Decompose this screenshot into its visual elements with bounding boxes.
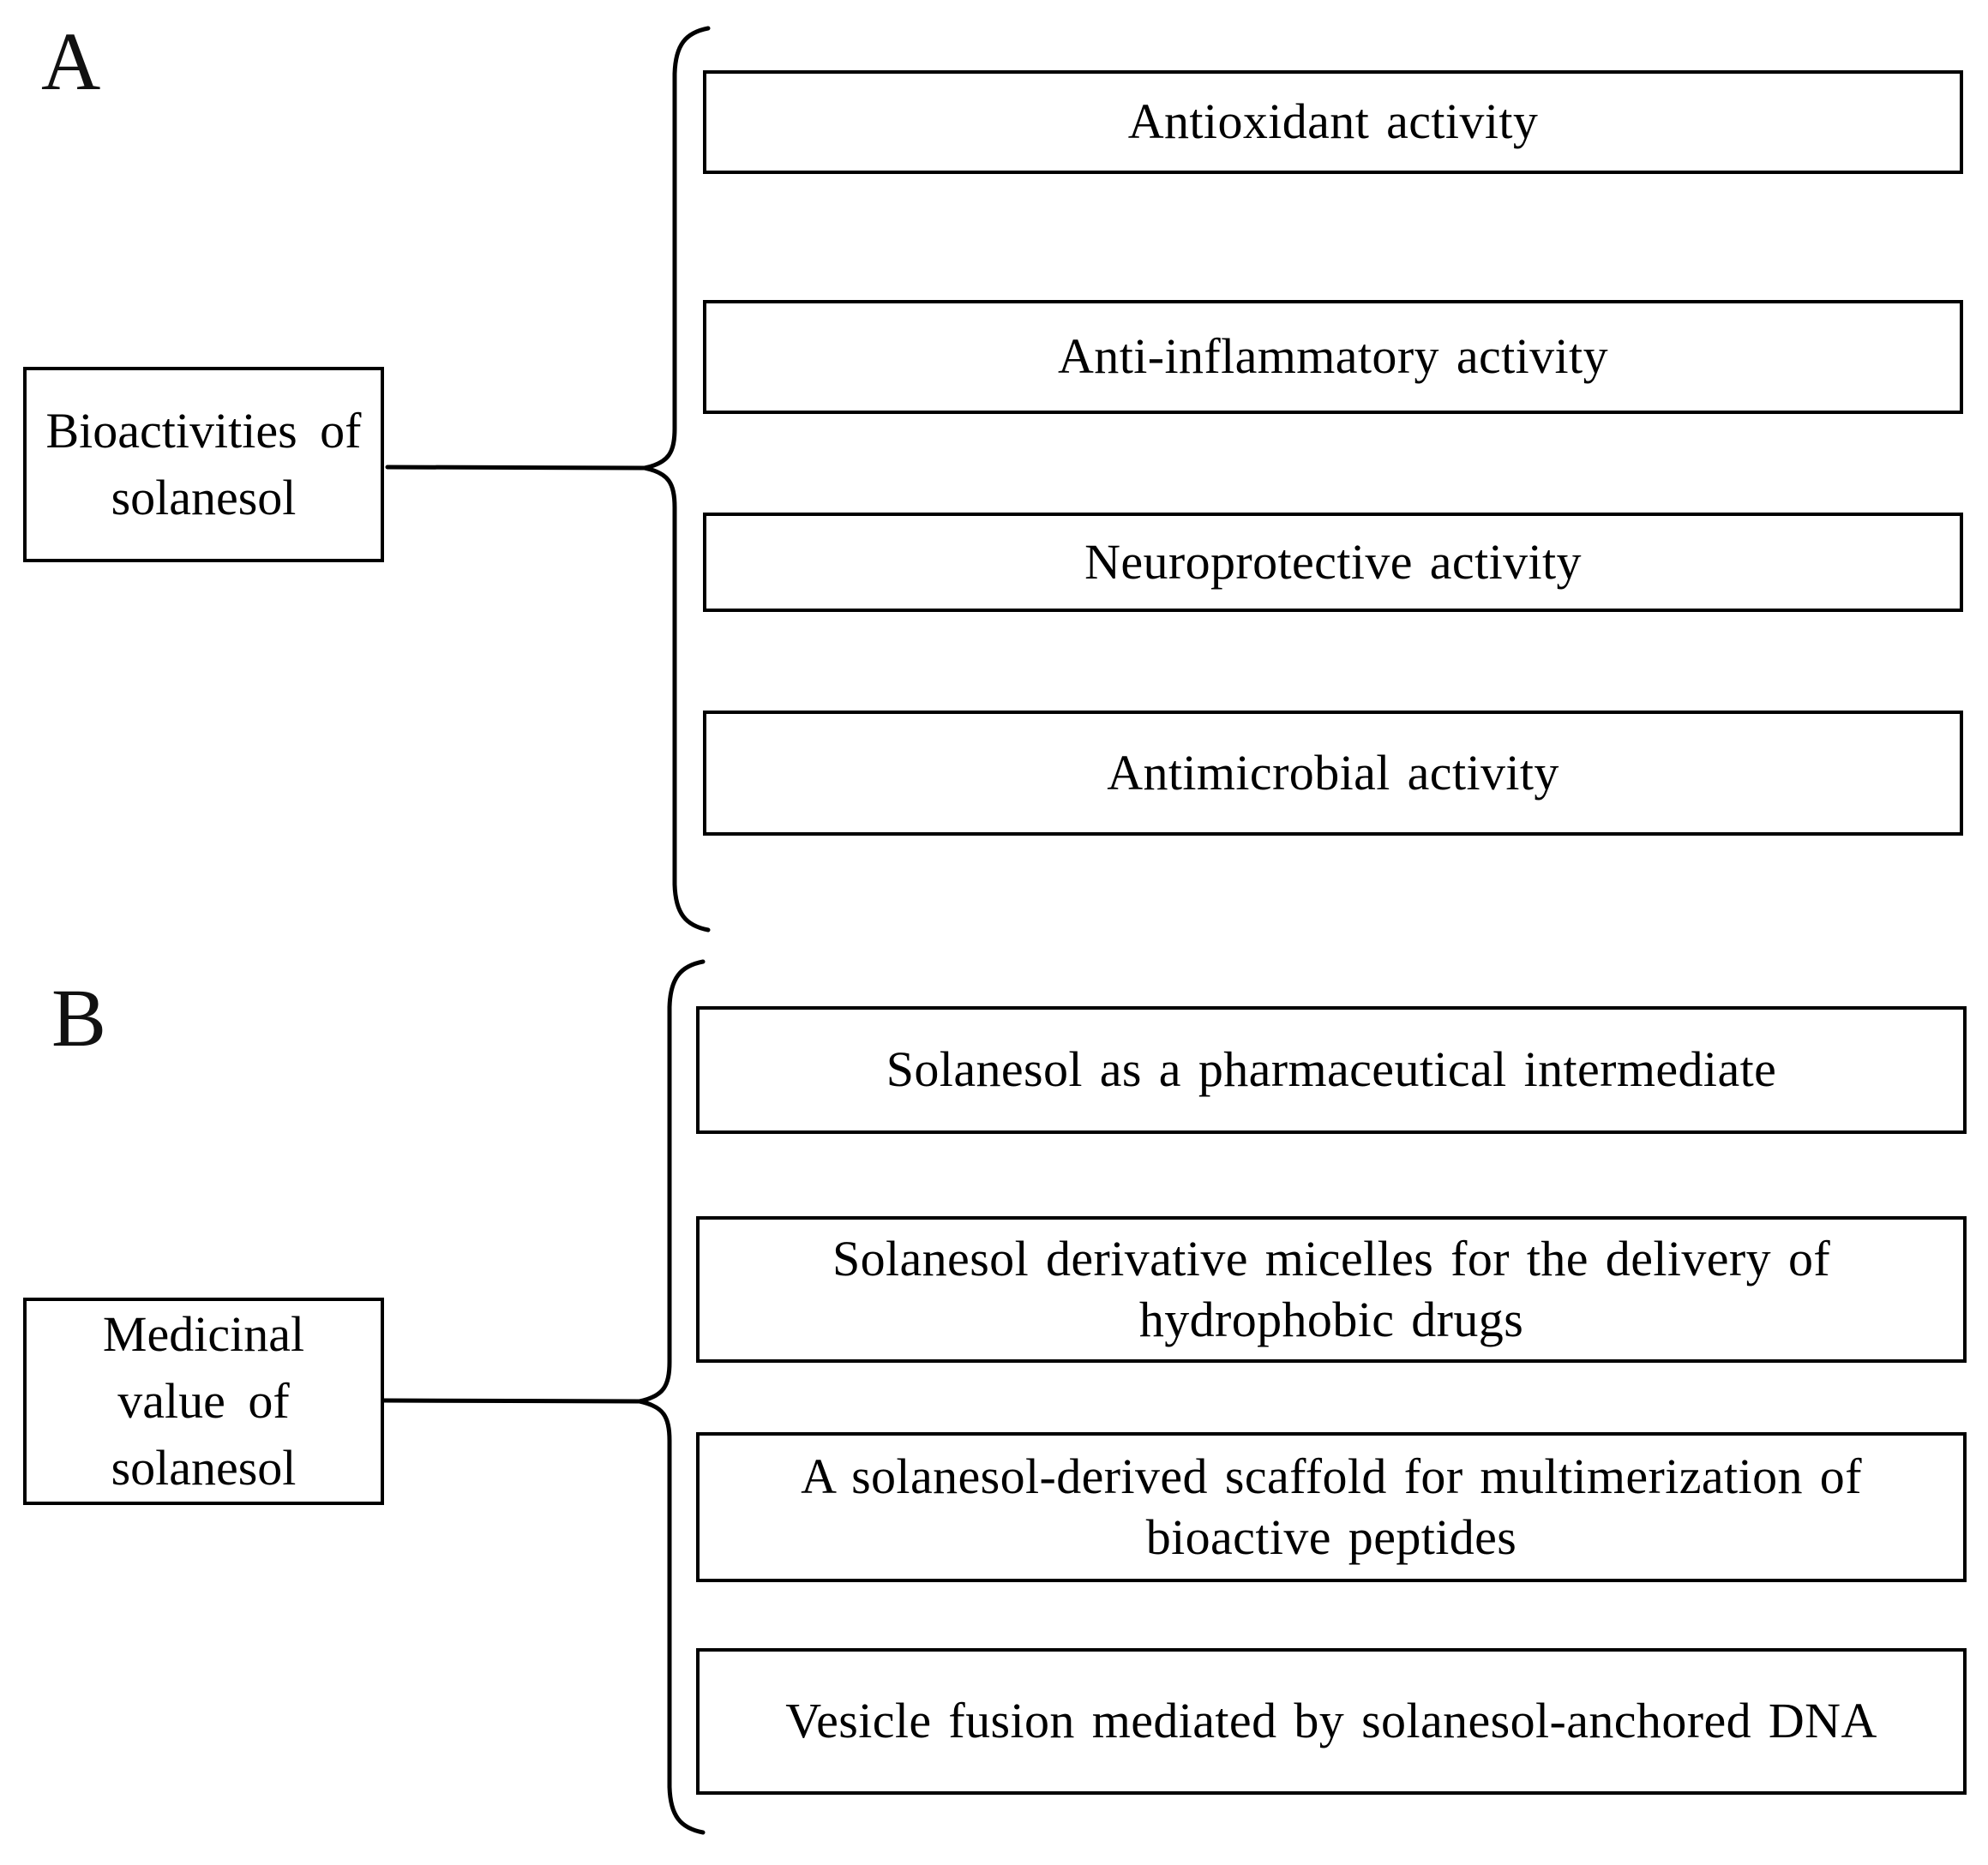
node-box-antioxidant-activity-label: Antioxidant activity xyxy=(1127,93,1539,150)
node-box-antioxidant-activity[interactable]: Antioxidant activity xyxy=(703,70,1963,174)
panel-letter-a: A xyxy=(41,15,101,107)
root-box-bioactivities[interactable]: Bioactivities of solanesol xyxy=(23,367,384,562)
root-box-medicinal-value-label: Medicinal value of solanesol xyxy=(102,1305,305,1496)
node-box-antimicrobial-activity-label: Antimicrobial activity xyxy=(1107,744,1559,801)
node-box-scaffold-multimerization-label: A solanesol-derived scaffold for multime… xyxy=(801,1448,1862,1565)
panel-letter-b: B xyxy=(51,972,107,1064)
node-box-anti-inflammatory-activity[interactable]: Anti-inflammatory activity xyxy=(703,300,1963,414)
node-box-anti-inflammatory-activity-label: Anti-inflammatory activity xyxy=(1058,328,1608,385)
root-box-bioactivities-label: Bioactivities of solanesol xyxy=(45,402,362,525)
node-box-derivative-micelles-label: Solanesol derivative micelles for the de… xyxy=(832,1230,1831,1347)
node-box-pharmaceutical-intermediate[interactable]: Solanesol as a pharmaceutical intermedia… xyxy=(696,1006,1967,1134)
node-box-neuroprotective-activity-label: Neuroprotective activity xyxy=(1084,533,1582,590)
root-box-medicinal-value[interactable]: Medicinal value of solanesol xyxy=(23,1298,384,1505)
node-box-antimicrobial-activity[interactable]: Antimicrobial activity xyxy=(703,711,1963,836)
node-box-scaffold-multimerization[interactable]: A solanesol-derived scaffold for multime… xyxy=(696,1432,1967,1582)
node-box-derivative-micelles[interactable]: Solanesol derivative micelles for the de… xyxy=(696,1216,1967,1363)
node-box-neuroprotective-activity[interactable]: Neuroprotective activity xyxy=(703,513,1963,612)
node-box-pharmaceutical-intermediate-label: Solanesol as a pharmaceutical intermedia… xyxy=(886,1041,1777,1098)
node-box-vesicle-fusion-label: Vesicle fusion mediated by solanesol-anc… xyxy=(785,1693,1877,1749)
node-box-vesicle-fusion[interactable]: Vesicle fusion mediated by solanesol-anc… xyxy=(696,1648,1967,1795)
